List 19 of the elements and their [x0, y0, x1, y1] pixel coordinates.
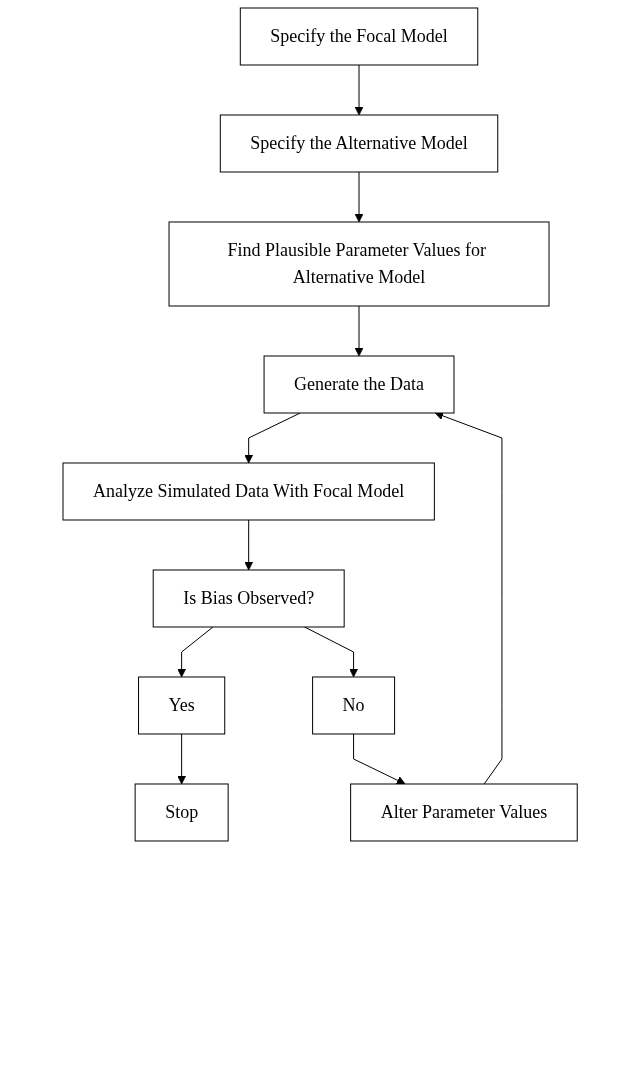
node-box: Generate the Data — [263, 355, 455, 414]
arrow — [304, 626, 359, 678]
arrow — [435, 411, 503, 785]
node-box: Yes — [138, 676, 226, 735]
node-box: Analyze Simulated Data With Focal Model — [62, 462, 436, 521]
node-box: Alter Parameter Values — [350, 783, 579, 842]
node-box: Find Plausible Parameter Values for Alternative Model — [168, 221, 550, 307]
node-box: Specify the Alternative Model — [220, 114, 499, 173]
arrow — [355, 64, 364, 116]
arrow — [355, 171, 364, 223]
arrow — [355, 305, 364, 357]
node-box: Is Bias Observed? — [153, 569, 346, 628]
node-box: No — [312, 676, 396, 735]
node-box: Stop — [135, 783, 229, 842]
node-box: Specify the Focal Model — [240, 7, 479, 66]
arrow — [244, 519, 254, 571]
arrow — [353, 733, 406, 785]
arrow — [177, 626, 214, 678]
arrow — [177, 733, 187, 785]
